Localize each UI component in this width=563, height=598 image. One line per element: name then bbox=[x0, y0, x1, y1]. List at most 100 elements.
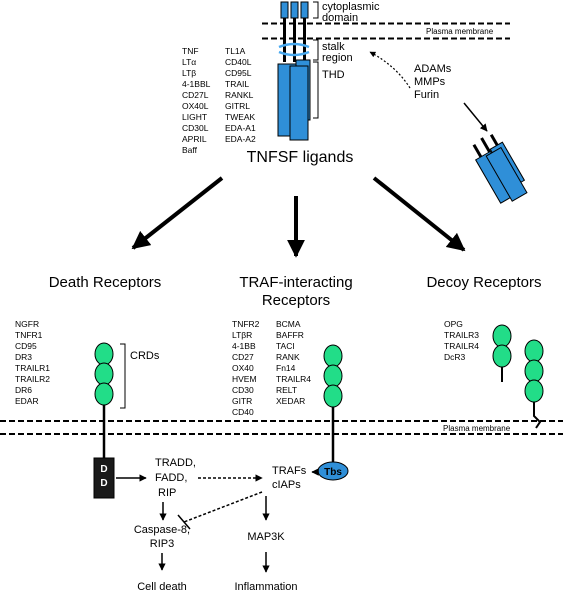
receptor-name: NGFR bbox=[15, 319, 39, 329]
ligand-list-col2: TL1A CD40L CD95L TRAIL RANKL GITRL TWEAK… bbox=[225, 46, 256, 144]
ligand-name: TWEAK bbox=[225, 112, 256, 122]
receptor-name: BCMA bbox=[276, 319, 301, 329]
cytoplasmic-domain-label: domain bbox=[322, 12, 358, 24]
inhibition-bar bbox=[177, 514, 191, 530]
cell-death-label: Cell death bbox=[137, 581, 187, 593]
receptor-name: TACI bbox=[276, 341, 295, 351]
receptor-name: TNFR2 bbox=[232, 319, 260, 329]
ligand-name: GITRL bbox=[225, 101, 250, 111]
ligand-name: APRIL bbox=[182, 134, 207, 144]
death-receptor-list: NGFR TNFR1 CD95 DR3 TRAILR1 TRAILR2 DR6 … bbox=[15, 319, 50, 406]
shedding-arrow bbox=[463, 102, 488, 132]
ligand-name: TL1A bbox=[225, 46, 246, 56]
ligand-tail bbox=[300, 1, 309, 19]
ligand-name: LTβ bbox=[182, 68, 196, 78]
caspase-label: Caspase-8, bbox=[134, 524, 190, 536]
cytoplasmic-domain-label: cytoplasmic bbox=[322, 1, 380, 13]
receptor-name: TNFR1 bbox=[15, 330, 43, 340]
ligand-name: 4-1BBL bbox=[182, 79, 211, 89]
plasma-membrane-label: Plasma membrane bbox=[443, 424, 511, 433]
receptor-name: RELT bbox=[276, 385, 297, 395]
receptor-name: CD27 bbox=[232, 352, 254, 362]
crd-domain bbox=[323, 384, 343, 408]
trafs-inhibit-caspase bbox=[183, 491, 263, 523]
arrow-to-decoy-receptors bbox=[372, 176, 466, 252]
crd-domain bbox=[323, 344, 343, 368]
traf-receptors-title: Receptors bbox=[262, 292, 330, 309]
crd-domain bbox=[492, 344, 512, 368]
receptor-name: TRAILR4 bbox=[276, 374, 311, 384]
caspase-label: RIP3 bbox=[150, 538, 174, 550]
receptor-name: CD30 bbox=[232, 385, 254, 395]
receptor-name: BAFFR bbox=[276, 330, 304, 340]
receptor-name: Fn14 bbox=[276, 363, 296, 373]
ligand-name: EDA-A2 bbox=[225, 134, 256, 144]
tbs-label: Tbs bbox=[324, 467, 342, 478]
trafs-label: TRAFs bbox=[272, 465, 307, 477]
receptor-name: 4-1BB bbox=[232, 341, 256, 351]
death-domain-label: D bbox=[100, 464, 107, 475]
stalk-region-label: region bbox=[322, 52, 353, 64]
receptor-name: DR6 bbox=[15, 385, 32, 395]
receptor-name: OPG bbox=[444, 319, 463, 329]
traf-receptor-list-col1: TNFR2 LTβR 4-1BB CD27 OX40 HVEM CD30 GIT… bbox=[232, 319, 260, 417]
crd-domain bbox=[323, 364, 343, 388]
adaptor-label: TRADD, bbox=[155, 457, 196, 469]
stalk-region-label: stalk bbox=[322, 41, 345, 53]
traf-receptor: Tbs bbox=[317, 344, 349, 481]
crds-bracket bbox=[120, 343, 126, 409]
soluble-monomer bbox=[485, 146, 528, 202]
ligand-name: CD95L bbox=[225, 68, 252, 78]
plasma-membrane-label: Plasma membrane bbox=[426, 27, 494, 36]
decoy-receptors-title: Decoy Receptors bbox=[426, 274, 541, 291]
death-receptor: D D bbox=[93, 342, 115, 499]
gpi-anchor bbox=[533, 402, 542, 429]
ligand-name: LIGHT bbox=[182, 112, 207, 122]
decoy-receptor-gpi bbox=[524, 339, 544, 429]
crds-label: CRDs bbox=[130, 350, 160, 362]
receptor-name: GITR bbox=[232, 396, 252, 406]
ligand-tail bbox=[280, 1, 289, 19]
map3k-label: MAP3K bbox=[247, 531, 285, 543]
protease-label: MMPs bbox=[414, 76, 446, 88]
receptor-name: CD95 bbox=[15, 341, 37, 351]
thd-label: THD bbox=[322, 69, 345, 81]
receptor-name: DcR3 bbox=[444, 352, 466, 362]
thd-bracket bbox=[313, 61, 319, 119]
thd-monomer bbox=[289, 65, 309, 141]
death-domain bbox=[93, 457, 115, 499]
ligand-name: LTα bbox=[182, 57, 196, 67]
cytoplasmic-bracket bbox=[313, 1, 319, 19]
cleavage-mark bbox=[278, 42, 310, 49]
ligand-name: RANKL bbox=[225, 90, 254, 100]
ligand-list-col1: TNF LTα LTβ 4-1BBL CD27L OX40L LIGHT CD3… bbox=[182, 46, 211, 155]
ligand-tail bbox=[290, 1, 299, 19]
soluble-ligand bbox=[472, 134, 528, 204]
crd-domain bbox=[94, 362, 114, 386]
receptor-name: TRAILR2 bbox=[15, 374, 50, 384]
receptor-name: CD40 bbox=[232, 407, 254, 417]
ligand-name: TNF bbox=[182, 46, 199, 56]
receptor-name: XEDAR bbox=[276, 396, 305, 406]
receptor-name: EDAR bbox=[15, 396, 39, 406]
receptor-name: OX40 bbox=[232, 363, 254, 373]
crd-domain bbox=[492, 324, 512, 348]
soluble-stalk bbox=[472, 144, 483, 158]
crd-domain bbox=[94, 342, 114, 366]
ligand-name: OX40L bbox=[182, 101, 209, 111]
soluble-stalk bbox=[480, 137, 491, 153]
ligand-name: CD27L bbox=[182, 90, 209, 100]
protease-cleavage-arrow bbox=[369, 51, 411, 89]
receptor-name: RANK bbox=[276, 352, 300, 362]
ligand-name: Baff bbox=[182, 145, 198, 155]
crd-domain bbox=[524, 379, 544, 403]
protease-label: ADAMs bbox=[414, 63, 452, 75]
receptor-name: HVEM bbox=[232, 374, 257, 384]
crd-domain bbox=[524, 359, 544, 383]
arrow-to-death-receptors bbox=[131, 176, 224, 250]
traf-receptor-list-col2: BCMA BAFFR TACI RANK Fn14 TRAILR4 RELT X… bbox=[276, 319, 311, 406]
decoy-receptor-soluble bbox=[492, 324, 512, 382]
membrane-ligand bbox=[277, 1, 311, 141]
receptor-name: TRAILR1 bbox=[15, 363, 50, 373]
